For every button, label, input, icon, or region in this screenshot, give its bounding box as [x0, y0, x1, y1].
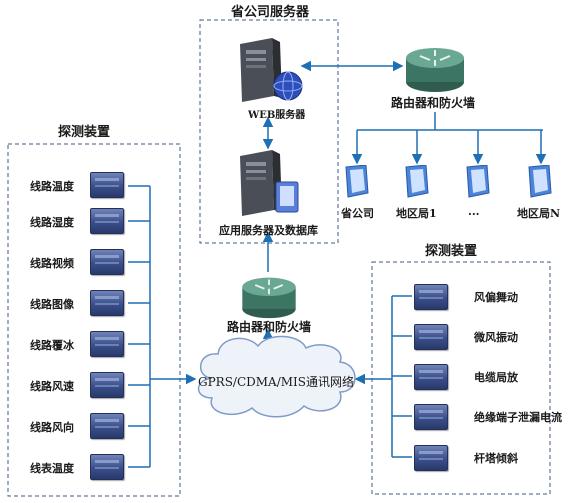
right-device-label: 风偏舞动	[474, 291, 518, 304]
network-cloud	[197, 335, 356, 418]
sensor-device-icon	[90, 331, 124, 357]
web-server-icon	[234, 36, 303, 102]
server-group-title: 省公司服务器	[231, 5, 310, 20]
sensor-device-icon	[90, 208, 124, 234]
app-server-icon	[234, 148, 304, 220]
router-top-label: 路由器和防火墙	[391, 96, 476, 110]
left-section-title: 探测装置	[58, 125, 111, 140]
network-cloud-label: GPRS/CDMA/MIS通讯网络	[198, 375, 355, 389]
left-device-label: 线路温度	[30, 180, 74, 193]
sensor-device-icon	[90, 454, 124, 480]
sensor-device-icon	[414, 364, 448, 390]
right-device-label: 杆塔倾斜	[474, 452, 518, 465]
client-monitor-icon	[465, 164, 491, 199]
right-detector-box	[371, 261, 551, 495]
left-device-label: 线路视频	[30, 257, 74, 270]
app-server-label: 应用服务器及数据库	[219, 224, 318, 237]
sensor-device-icon	[90, 413, 124, 439]
router-mid-icon	[240, 274, 298, 324]
right-section-title: 探测装置	[425, 244, 478, 259]
sensor-device-icon	[414, 284, 448, 310]
web-server-label: WEB服务器	[248, 110, 306, 121]
right-device-label: 电缆局放	[474, 371, 518, 384]
left-detector-box	[7, 143, 181, 497]
client-label: 地区局1	[396, 207, 437, 220]
sensor-device-icon	[90, 290, 124, 316]
sensor-device-icon	[414, 445, 448, 471]
left-device-label: 线表温度	[30, 462, 74, 475]
sensor-device-icon	[414, 404, 448, 430]
client-label: 省公司	[341, 207, 374, 220]
client-monitor-icon	[344, 164, 370, 199]
router-mid-label: 路由器和防火墙	[227, 320, 312, 334]
sensor-device-icon	[90, 372, 124, 398]
client-monitor-icon	[404, 164, 430, 199]
sensor-device-icon	[414, 324, 448, 350]
client-monitor-icon	[527, 164, 553, 199]
left-device-label: 线路风速	[30, 380, 74, 393]
client-label: 地区局N	[517, 207, 561, 220]
router-top-icon	[404, 44, 466, 98]
left-device-label: 线路图像	[30, 298, 74, 311]
left-device-label: 线路覆冰	[30, 339, 74, 352]
sensor-device-icon	[90, 249, 124, 275]
server-group-box	[199, 19, 339, 244]
left-device-label: 线路风向	[30, 421, 74, 434]
right-device-label: 绝缘端子泄漏电流	[474, 411, 562, 424]
right-device-label: 微风振动	[474, 331, 518, 344]
client-label: ...	[468, 205, 480, 218]
sensor-device-icon	[90, 172, 124, 198]
left-device-label: 线路湿度	[30, 216, 74, 229]
